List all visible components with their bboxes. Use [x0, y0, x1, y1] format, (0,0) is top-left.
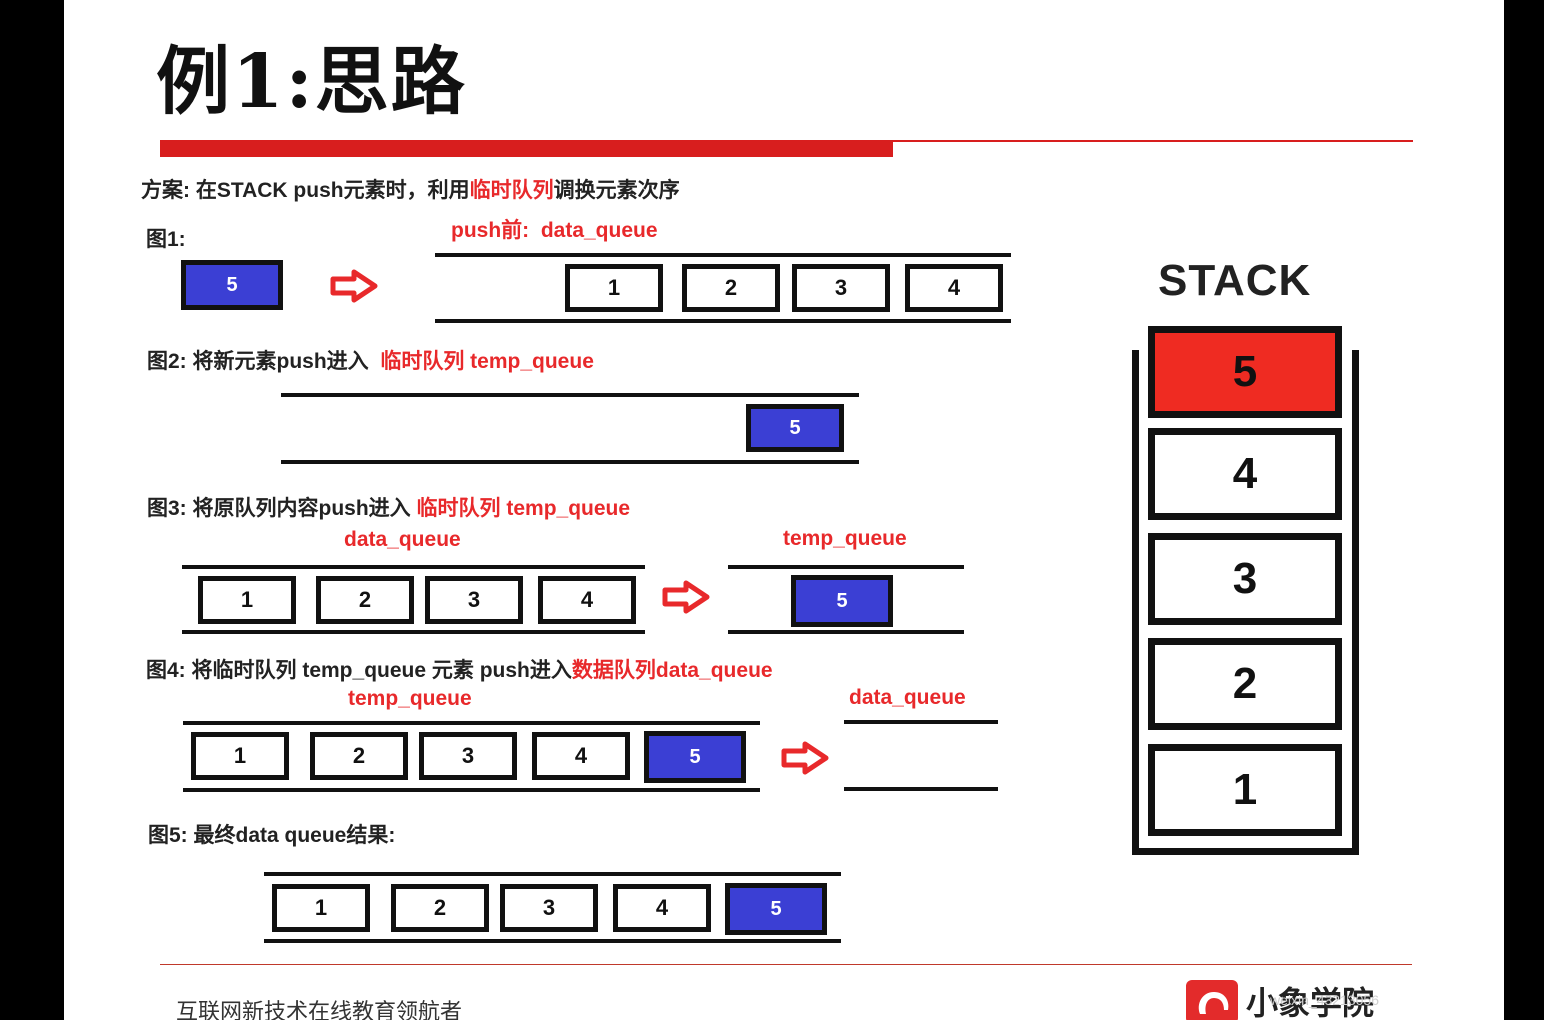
- stack-item: 4: [1148, 428, 1342, 520]
- fig2-label-text: 图2: 将新元素push进入: [147, 350, 369, 373]
- fig3-left-caption: data_queue: [344, 528, 461, 551]
- fig3-right-item: 5: [791, 575, 893, 627]
- fig4-left-item: 5: [644, 731, 746, 783]
- watermark: weixin_43213056: [1270, 992, 1379, 1008]
- fig4-left-item: 4: [532, 732, 630, 780]
- fig2-highlight: 临时队列 temp_queue: [380, 350, 594, 373]
- fig4-right-arrow-icon: [781, 741, 829, 775]
- title-red-line: [893, 140, 1413, 142]
- footer-divider: [160, 964, 1412, 965]
- plan-suffix: 调换元素次序: [553, 179, 680, 202]
- elephant-logo-icon: [1186, 980, 1238, 1020]
- fig4-label-text: 图4: 将临时队列 temp_queue 元素 push进入: [146, 659, 572, 682]
- fig1-queue-item: 4: [905, 264, 1003, 312]
- fig1-new-item: 5: [181, 260, 283, 310]
- fig3-label-text: 图3: 将原队列内容push进入: [147, 497, 411, 520]
- plan-prefix: 方案: 在STACK push元素时，利用: [141, 179, 470, 202]
- fig3-left-top-line: [182, 565, 645, 569]
- stack-title: STACK: [1158, 256, 1312, 305]
- fig5-item: 1: [272, 884, 370, 932]
- fig4-right-bottom-line: [844, 787, 998, 791]
- fig3-right-caption: temp_queue: [783, 527, 907, 550]
- fig5-item: 3: [500, 884, 598, 932]
- fig3-left-item: 2: [316, 576, 414, 624]
- fig4-right-top-line: [844, 720, 998, 724]
- fig1-queue-item: 2: [682, 264, 780, 312]
- fig3-label: 图3: 将原队列内容push进入 临时队列 temp_queue: [147, 492, 630, 522]
- fig5-item: 4: [613, 884, 711, 932]
- fig1-queue-bottom-line: [435, 319, 1011, 323]
- fig4-left-bottom-line: [183, 788, 760, 792]
- fig4-right-caption: data_queue: [849, 686, 966, 709]
- fig4-label: 图4: 将临时队列 temp_queue 元素 push进入数据队列data_q…: [146, 654, 773, 684]
- fig1-caption: push前: data_queue: [451, 214, 658, 244]
- stack-item: 2: [1148, 638, 1342, 730]
- fig3-left-item: 3: [425, 576, 523, 624]
- stack-bottom-wall: [1132, 848, 1359, 855]
- page-title: 例1:思路: [156, 39, 467, 125]
- fig3-right-arrow-icon: [662, 580, 710, 614]
- fig3-highlight: 临时队列 temp_queue: [416, 497, 631, 520]
- plan-highlight: 临时队列: [469, 179, 554, 202]
- fig3-left-item: 1: [198, 576, 296, 624]
- fig4-left-item: 2: [310, 732, 408, 780]
- stack-item: 1: [1148, 744, 1342, 836]
- fig4-left-caption: temp_queue: [348, 687, 472, 710]
- fig2-queue-bottom-line: [281, 460, 859, 464]
- fig1-right-arrow-icon: [330, 269, 378, 303]
- stack-item: 3: [1148, 533, 1342, 625]
- logo-text: 小象学院: [1246, 984, 1375, 1020]
- stack-right-wall: [1352, 350, 1359, 855]
- fig4-left-item: 3: [419, 732, 517, 780]
- fig5-top-line: [264, 872, 841, 876]
- plan-text: 方案: 在STACK push元素时，利用临时队列调换元素次序: [141, 174, 680, 204]
- fig1-label: 图1:: [146, 228, 186, 251]
- fig3-right-bottom-line: [728, 630, 964, 634]
- fig4-left-item: 1: [191, 732, 289, 780]
- fig3-left-item: 4: [538, 576, 636, 624]
- fig1-caption-queue: data_queue: [540, 219, 658, 242]
- stack-item-top: 5: [1148, 326, 1342, 418]
- fig2-label: 图2: 将新元素push进入 临时队列 temp_queue: [147, 345, 594, 375]
- fig5-label: 图5: 最终data queue结果:: [148, 824, 396, 847]
- fig5-bottom-line: [264, 939, 841, 943]
- fig2-queue-item: 5: [746, 404, 844, 452]
- fig4-highlight: 数据队列data_queue: [571, 659, 773, 682]
- fig3-left-bottom-line: [182, 630, 645, 634]
- fig1-queue-item: 3: [792, 264, 890, 312]
- fig2-queue-top-line: [281, 393, 859, 397]
- fig1-queue-top-line: [435, 253, 1011, 257]
- fig1-caption-push: push前:: [451, 219, 530, 242]
- slide: 例1:思路 方案: 在STACK push元素时，利用临时队列调换元素次序 图1…: [64, 0, 1504, 1020]
- fig3-right-top-line: [728, 565, 964, 569]
- title-red-bar: [160, 140, 893, 157]
- footer-slogan: 互联网新技术在线教育领航者: [176, 1000, 463, 1020]
- fig1-queue-item: 1: [565, 264, 663, 312]
- fig5-item: 2: [391, 884, 489, 932]
- stack-left-wall: [1132, 350, 1139, 855]
- fig5-item: 5: [725, 883, 827, 935]
- fig4-left-top-line: [183, 721, 760, 725]
